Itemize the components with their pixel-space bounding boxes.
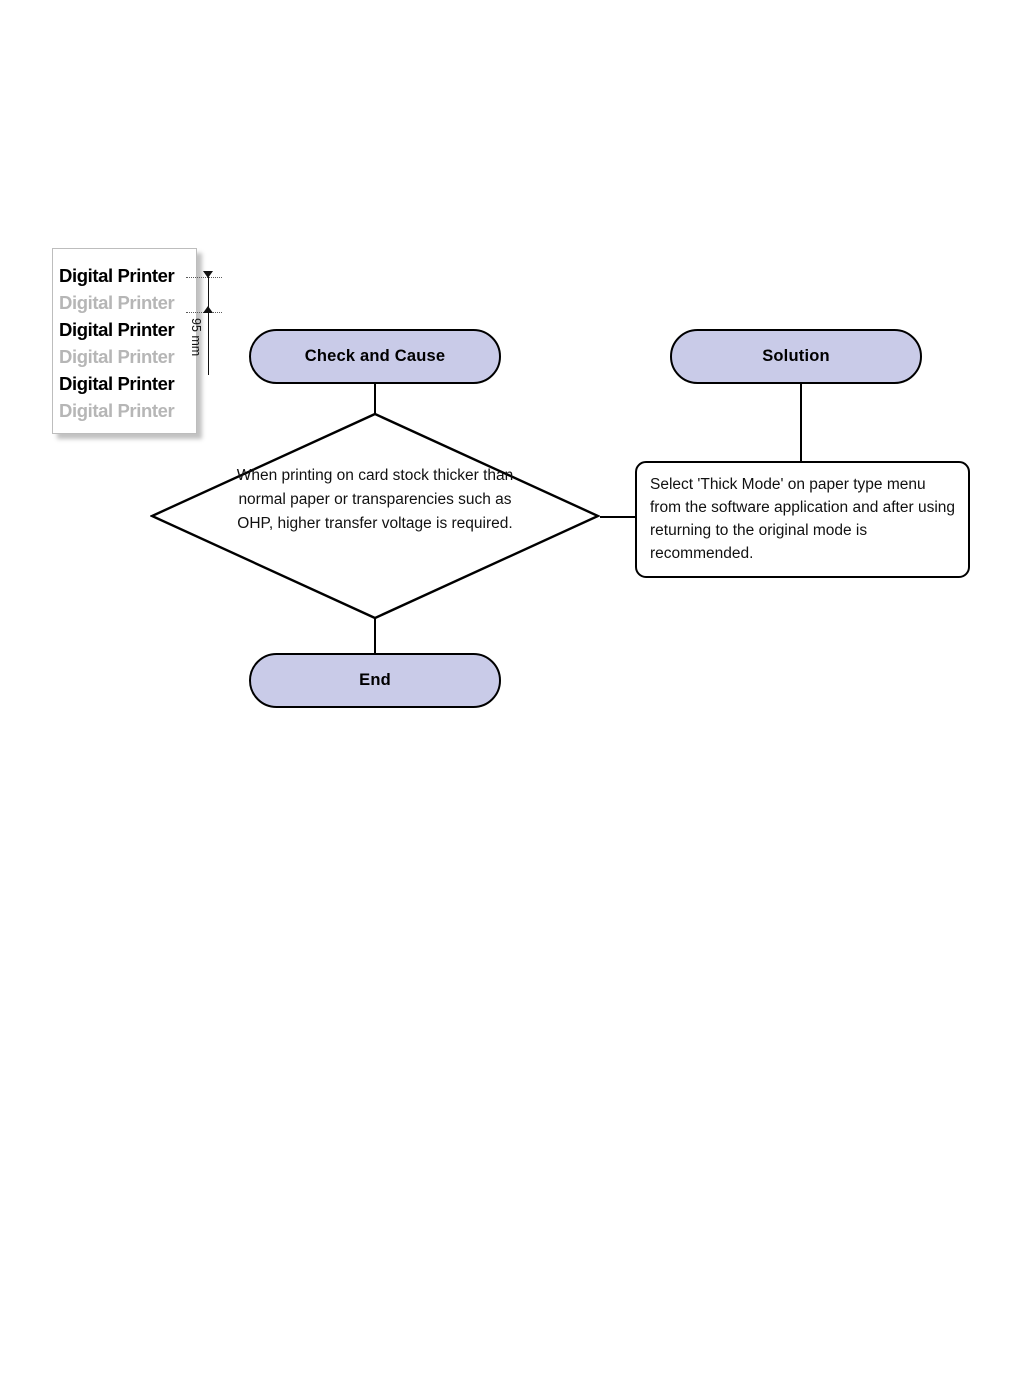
connector-check-to-cause (374, 384, 376, 413)
sample-line-5: Digital Printer (59, 373, 175, 394)
node-end[interactable]: End (249, 653, 501, 708)
node-solution-detail-text: Select 'Thick Mode' on paper type menu f… (650, 476, 956, 562)
sample-line-1: Digital Printer (59, 265, 175, 286)
dimension-line (208, 277, 209, 313)
sample-text-lines: Digital Printer Digital Printer Digital … (59, 262, 195, 424)
dimension-annotation: 95 mm (186, 262, 228, 388)
sample-line-6-ghost: Digital Printer (59, 400, 175, 421)
node-cause-text: When printing on card stock thicker than… (236, 467, 514, 532)
connector-cause-to-end (374, 619, 376, 654)
sample-line-4-ghost: Digital Printer (59, 346, 175, 367)
arrow-down-icon (203, 271, 213, 278)
sample-line-2-ghost: Digital Printer (59, 292, 175, 313)
arrow-up-icon (203, 306, 213, 313)
node-solution-detail[interactable]: Select 'Thick Mode' on paper type menu f… (635, 461, 970, 578)
connector-cause-to-solution (600, 516, 636, 518)
dimension-label: 95 mm (189, 318, 203, 357)
sample-line-3: Digital Printer (59, 319, 175, 340)
node-solution-label: Solution (762, 347, 830, 365)
node-solution[interactable]: Solution (670, 329, 922, 384)
printed-page-sample: Digital Printer Digital Printer Digital … (52, 248, 197, 434)
node-check-and-cause-label: Check and Cause (304, 347, 446, 365)
dimension-tail-line (208, 313, 209, 375)
connector-solution-to-detail (800, 384, 802, 462)
node-check-and-cause[interactable]: Check and Cause (249, 329, 501, 384)
diamond-shape-icon (150, 412, 600, 620)
node-end-label: End (359, 671, 391, 689)
node-cause-diamond[interactable]: When printing on card stock thicker than… (150, 412, 600, 620)
